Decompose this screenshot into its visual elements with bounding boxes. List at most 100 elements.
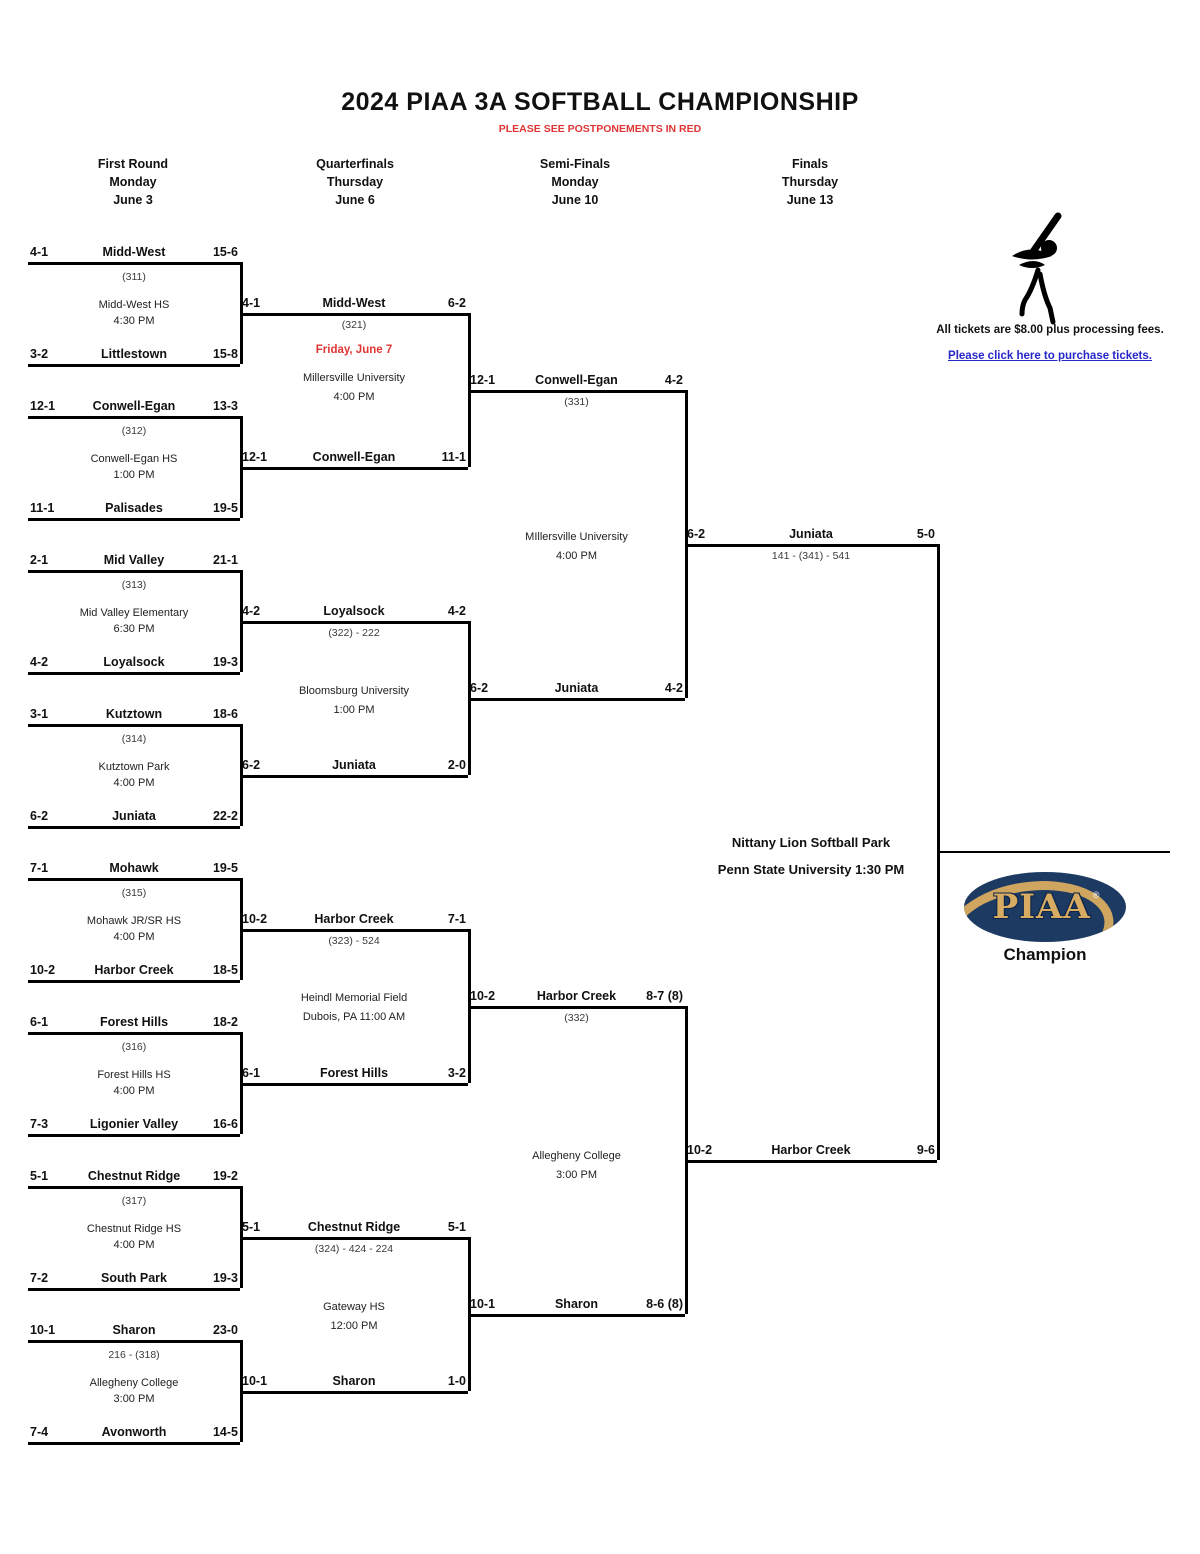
team-row: 10-1 Sharon 1-0 (240, 1371, 468, 1394)
game-venue: Kutztown Park 4:00 PM (28, 759, 240, 791)
team-row: 4-1 Midd-West 6-2 (240, 293, 468, 316)
team-row: 2-1 Mid Valley 21-1 (28, 550, 240, 573)
team-seed: 6-2 (470, 681, 489, 695)
team-name: Juniata (332, 758, 376, 772)
team-name: Juniata (554, 681, 599, 695)
column-header-semifinals: Semi-Finals Monday June 10 (475, 155, 675, 209)
team-score: 4-2 (664, 681, 683, 695)
venue-name: Nittany Lion Softball Park (731, 835, 891, 850)
team-row: 10-1 Sharon 8-6 (8) (468, 1294, 685, 1317)
team-row: 6-2 Juniata 2-0 (240, 755, 468, 778)
team-record: 15-8 (212, 347, 238, 361)
game-id: (316) (121, 1041, 147, 1053)
team-record: 18-2 (212, 1015, 238, 1029)
team-row: 12-1 Conwell-Egan 4-2 (468, 370, 685, 393)
team-seed: 4-1 (242, 296, 261, 310)
ticket-purchase-link[interactable]: Please click here to purchase tickets. (948, 350, 1152, 362)
team-seed: 11-1 (30, 501, 55, 515)
venue-name: Forest Hills HS (97, 1069, 171, 1081)
team-seed: 7-1 (30, 861, 49, 875)
column-header-finals: Finals Thursday June 13 (710, 155, 910, 209)
team-row: 7-1 Mohawk 19-5 (28, 858, 240, 881)
game-venue: Heindl Memorial Field Dubois, PA 11:00 A… (240, 989, 468, 1027)
team-seed: 12-1 (470, 373, 496, 387)
game-venue: Chestnut Ridge HS 4:00 PM (28, 1221, 240, 1253)
team-record: 14-5 (212, 1425, 238, 1439)
venue-name: MIllersville University (525, 531, 628, 543)
page-title: 2024 PIAA 3A SOFTBALL CHAMPIONSHIP (341, 88, 859, 116)
team-seed: 7-3 (30, 1117, 49, 1131)
team-seed: 2-1 (30, 553, 49, 567)
game-id: (313) (121, 579, 147, 591)
team-name: Harbor Creek (536, 989, 617, 1003)
team-row: 4-2 Loyalsock 4-2 (240, 601, 468, 624)
game-id: (332) (564, 1012, 589, 1024)
team-score: 9-6 (916, 1143, 935, 1157)
team-row: 10-1 Sharon 23-0 (28, 1320, 240, 1343)
round-date: June 13 (786, 193, 834, 207)
round-day: Thursday (326, 175, 384, 189)
team-score: 8-6 (8) (646, 1297, 683, 1311)
team-name: Chestnut Ridge (307, 1220, 401, 1234)
team-name: Kutztown (105, 707, 163, 721)
team-score: 7-1 (447, 912, 466, 926)
venue-name: Bloomsburg University (298, 685, 410, 697)
ticket-info: All tickets are $8.00 plus processing fe… (936, 324, 1164, 336)
game-id: (311) (122, 271, 146, 283)
team-seed: 10-2 (30, 963, 56, 977)
team-score: 5-1 (447, 1220, 466, 1234)
column-header-first-round: First Round Monday June 3 (33, 155, 233, 209)
team-score: 4-2 (447, 604, 466, 618)
team-row: 5-1 Chestnut Ridge 19-2 (28, 1166, 240, 1189)
venue-name: Midd-West HS (98, 299, 170, 311)
team-seed: 6-1 (242, 1066, 261, 1080)
team-record: 23-0 (212, 1323, 238, 1337)
venue-name: Kutztown Park (98, 761, 170, 773)
team-name: Chestnut Ridge (87, 1169, 181, 1183)
team-record: 18-6 (212, 707, 238, 721)
game-venue: Bloomsburg University 1:00 PM (240, 682, 468, 720)
game-id: 141 - (341) - 541 (771, 550, 851, 562)
team-record: 16-6 (212, 1117, 238, 1131)
game-id: (317) (121, 1195, 147, 1207)
game-venue: Midd-West HS 4:30 PM (28, 297, 240, 329)
venue-time: 4:00 PM (333, 391, 375, 403)
team-seed: 5-1 (30, 1169, 49, 1183)
game-venue: Mid Valley Elementary 6:30 PM (28, 605, 240, 637)
team-row: 12-1 Conwell-Egan 11-1 (240, 447, 468, 470)
venue-time: 1:00 PM (333, 704, 375, 716)
team-name: Conwell-Egan (312, 450, 396, 464)
team-name: Loyalsock (103, 655, 165, 669)
team-score: 1-0 (447, 1374, 466, 1388)
team-name: Midd-West (322, 296, 386, 310)
team-row: 10-2 Harbor Creek 18-5 (28, 960, 240, 983)
team-score: 2-0 (447, 758, 466, 772)
postponement-date: Friday, June 7 (315, 344, 393, 356)
team-seed: 3-1 (30, 707, 49, 721)
team-score: 3-2 (447, 1066, 466, 1080)
round-label: Quarterfinals (316, 157, 394, 171)
venue-name: Millersville University (302, 372, 406, 384)
team-seed: 4-1 (30, 245, 49, 259)
game-id: (331) (564, 396, 589, 408)
team-seed: 4-2 (30, 655, 49, 669)
champion-line (937, 851, 1170, 853)
team-seed: 10-1 (242, 1374, 268, 1388)
venue-time: Penn State University 1:30 PM (717, 862, 905, 877)
game-id: (324) - 424 - 224 (314, 1243, 394, 1255)
team-name: Avonworth (101, 1425, 167, 1439)
team-seed: 6-2 (30, 809, 49, 823)
team-seed: 12-1 (30, 399, 56, 413)
team-seed: 4-2 (242, 604, 261, 618)
team-row: 5-1 Chestnut Ridge 5-1 (240, 1217, 468, 1240)
team-record: 15-6 (212, 245, 238, 259)
game-venue: Allegheny College 3:00 PM (28, 1375, 240, 1407)
team-name: Palisades (105, 501, 163, 515)
team-name: Forest Hills (319, 1066, 389, 1080)
team-name: Ligonier Valley (89, 1117, 179, 1131)
round-day: Thursday (781, 175, 839, 189)
team-seed: 5-1 (242, 1220, 261, 1234)
team-row: 7-3 Ligonier Valley 16-6 (28, 1114, 240, 1137)
team-record: 21-1 (212, 553, 238, 567)
